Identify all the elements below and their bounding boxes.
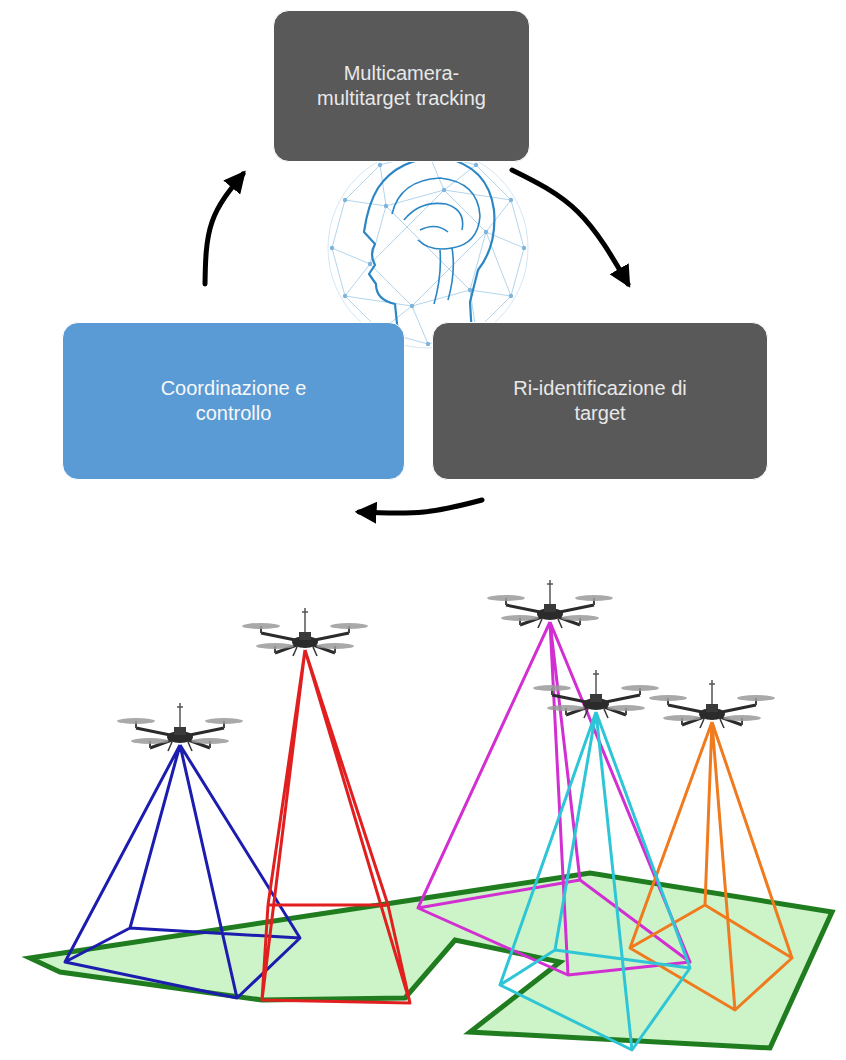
box-label: Multicamera- multitarget tracking [302,61,502,111]
coverage-region [30,873,832,1048]
camera-frustum [65,622,792,1050]
cycle-arrow [205,174,243,284]
drone-icon [117,580,775,751]
process-box: Coordinazione e controllo [62,322,405,480]
brain-network-icon [328,148,528,348]
cycle-arrow [512,170,628,284]
process-box: Multicamera- multitarget tracking [273,10,530,162]
cycle-arrow [359,500,482,513]
process-box: Ri-identificazione di target [432,322,768,480]
box-label: Coordinazione e controllo [134,376,334,426]
box-label: Ri-identificazione di target [500,376,700,426]
